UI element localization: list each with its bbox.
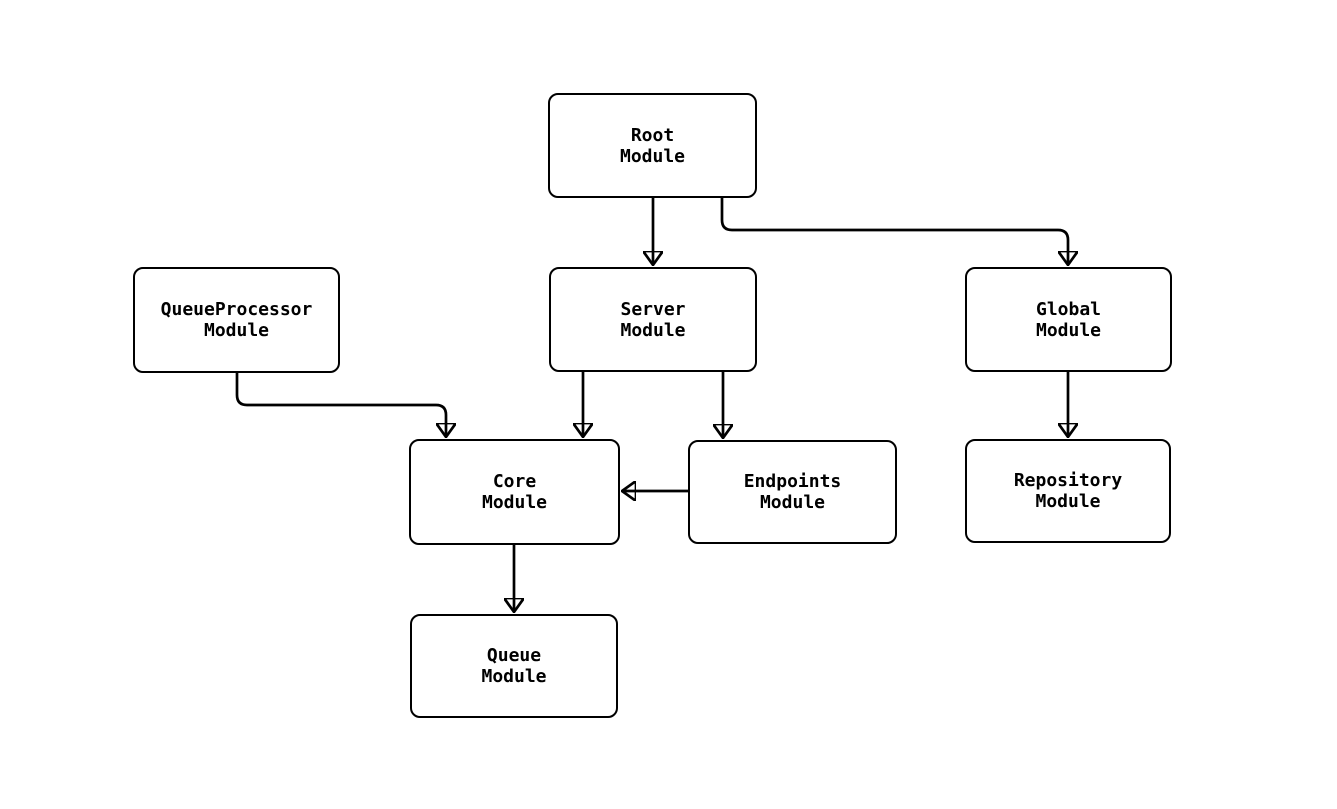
node-queue-module-label: Queue Module [481,645,547,687]
edge-root-to-global [720,198,1068,265]
node-core-module-label: Core Module [481,471,548,513]
node-repository-module-label: Repository Module [1013,470,1123,512]
node-core-module: Core Module [409,439,620,545]
edge-queueprocessor-to-core [235,373,446,437]
node-root-module: Root Module [548,93,757,198]
node-queueprocessor-module-label: QueueProcessor Module [160,299,313,341]
node-server-module: Server Module [549,267,757,372]
node-root-module-label: Root Module [619,124,686,167]
node-queue-module: Queue Module [410,614,618,718]
node-global-module: Global Module [965,267,1172,372]
node-endpoints-module: Endpoints Module [688,440,897,544]
node-queueprocessor-module: QueueProcessor Module [133,267,340,373]
node-endpoints-module-label: Endpoints Module [743,471,842,513]
node-server-module-label: Server Module [620,298,686,341]
node-global-module-label: Global Module [1035,298,1102,341]
node-repository-module: Repository Module [965,439,1171,543]
